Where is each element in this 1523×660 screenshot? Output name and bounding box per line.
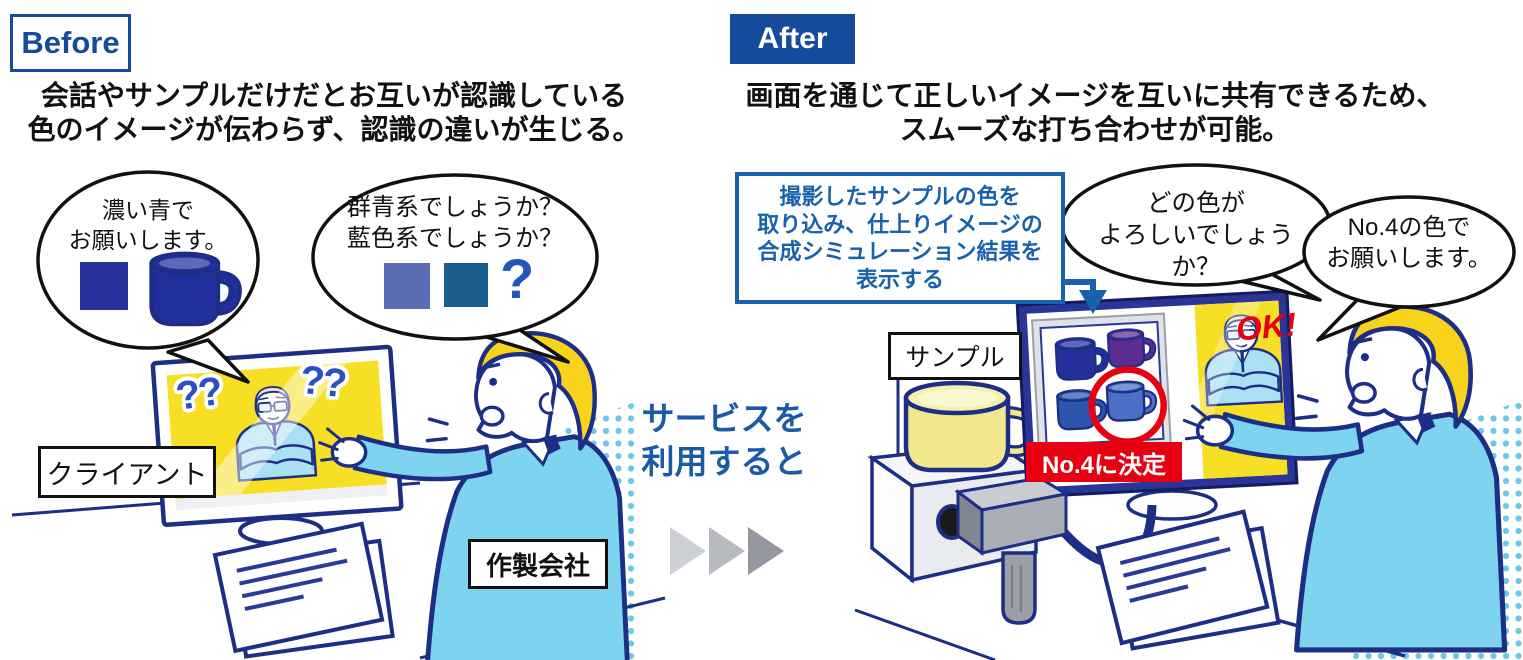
before-description: 会話やサンプルだけだとお互いが認識している 色のイメージが伝わらず、認識の違いが… <box>0 79 668 147</box>
bubble-line: No.4の色で <box>1347 214 1471 241</box>
maker-color-swatch-2 <box>444 263 488 307</box>
maker-color-swatch-1 <box>384 263 430 309</box>
bubble-line: どの色が <box>1147 190 1245 217</box>
middle-caption-line: 利用すると <box>641 442 807 480</box>
sample-label: サンプル <box>888 332 1022 380</box>
middle-arrows <box>670 527 784 575</box>
bubble-line: お願いします。 <box>1326 245 1492 273</box>
before-description-line2: 色のイメージが伝わらず、認識の違いが生じる。 <box>27 114 641 146</box>
bubble-line: 濃い青で <box>102 197 194 223</box>
middle-caption: サービスを 利用すると <box>628 398 820 484</box>
info-line: 取り込み、仕上りイメージの <box>757 211 1043 237</box>
after-description-line2: スムーズな打ち合わせが可能。 <box>899 114 1291 146</box>
question-mark: ? <box>500 247 535 310</box>
before-badge: Before <box>10 14 131 72</box>
after-papers <box>1096 506 1287 660</box>
after-badge: After <box>730 14 855 64</box>
before-maker-bubble-text: 群青系でしょうか？ 藍色系でしょうか？ <box>330 192 580 254</box>
after-desk-line-left <box>854 608 996 660</box>
decision-badge: No.4に決定 <box>1026 442 1182 482</box>
client-label: クライアント <box>38 446 216 498</box>
after-maker-bubble-text: どの色が よろしいでしょうか？ <box>1078 188 1314 284</box>
info-line: 表示する <box>855 266 944 292</box>
elbow-arrow <box>1063 279 1107 314</box>
after-client-bubble-text: No.4の色で お願いします。 <box>1320 212 1498 274</box>
maker-label: 作製会社 <box>468 539 608 589</box>
before-client-bubble-text: 濃い青で お願いします。 <box>58 196 238 256</box>
middle-caption-line: サービスを <box>641 400 807 437</box>
after-client-speech-bubble <box>1302 195 1516 342</box>
before-papers <box>213 518 402 660</box>
info-line: 撮影したサンプルの色を <box>779 184 1021 209</box>
screen-question-marks-left: ?? <box>173 369 224 419</box>
bubble-line: 群青系でしょうか？ <box>347 194 563 221</box>
bubble-line: 藍色系でしょうか？ <box>347 225 563 253</box>
before-monitor <box>150 344 404 528</box>
info-line: 合成シミュレーション結果を <box>757 239 1043 264</box>
bubble-line: お願いします。 <box>68 226 228 253</box>
sample-mug <box>903 380 1041 473</box>
ok-text: OK! <box>1234 305 1298 348</box>
before-description-line1: 会話やサンプルだけだとお互いが認識している <box>40 80 628 111</box>
screen-question-marks-right: ?? <box>297 357 348 407</box>
after-description: 画面を通じて正しいイメージを互いに共有できるため、 スムーズな打ち合わせが可能。 <box>690 79 1500 147</box>
service-info-box: 撮影したサンプルの色を 取り込み、仕上りイメージの 合成シミュレーション結果を … <box>735 172 1065 304</box>
after-description-line1: 画面を通じて正しいイメージを互いに共有できるため、 <box>745 80 1445 111</box>
bubble-line: よろしいでしょうか？ <box>1098 221 1294 281</box>
camera <box>936 476 1071 625</box>
client-color-swatch <box>80 262 128 310</box>
